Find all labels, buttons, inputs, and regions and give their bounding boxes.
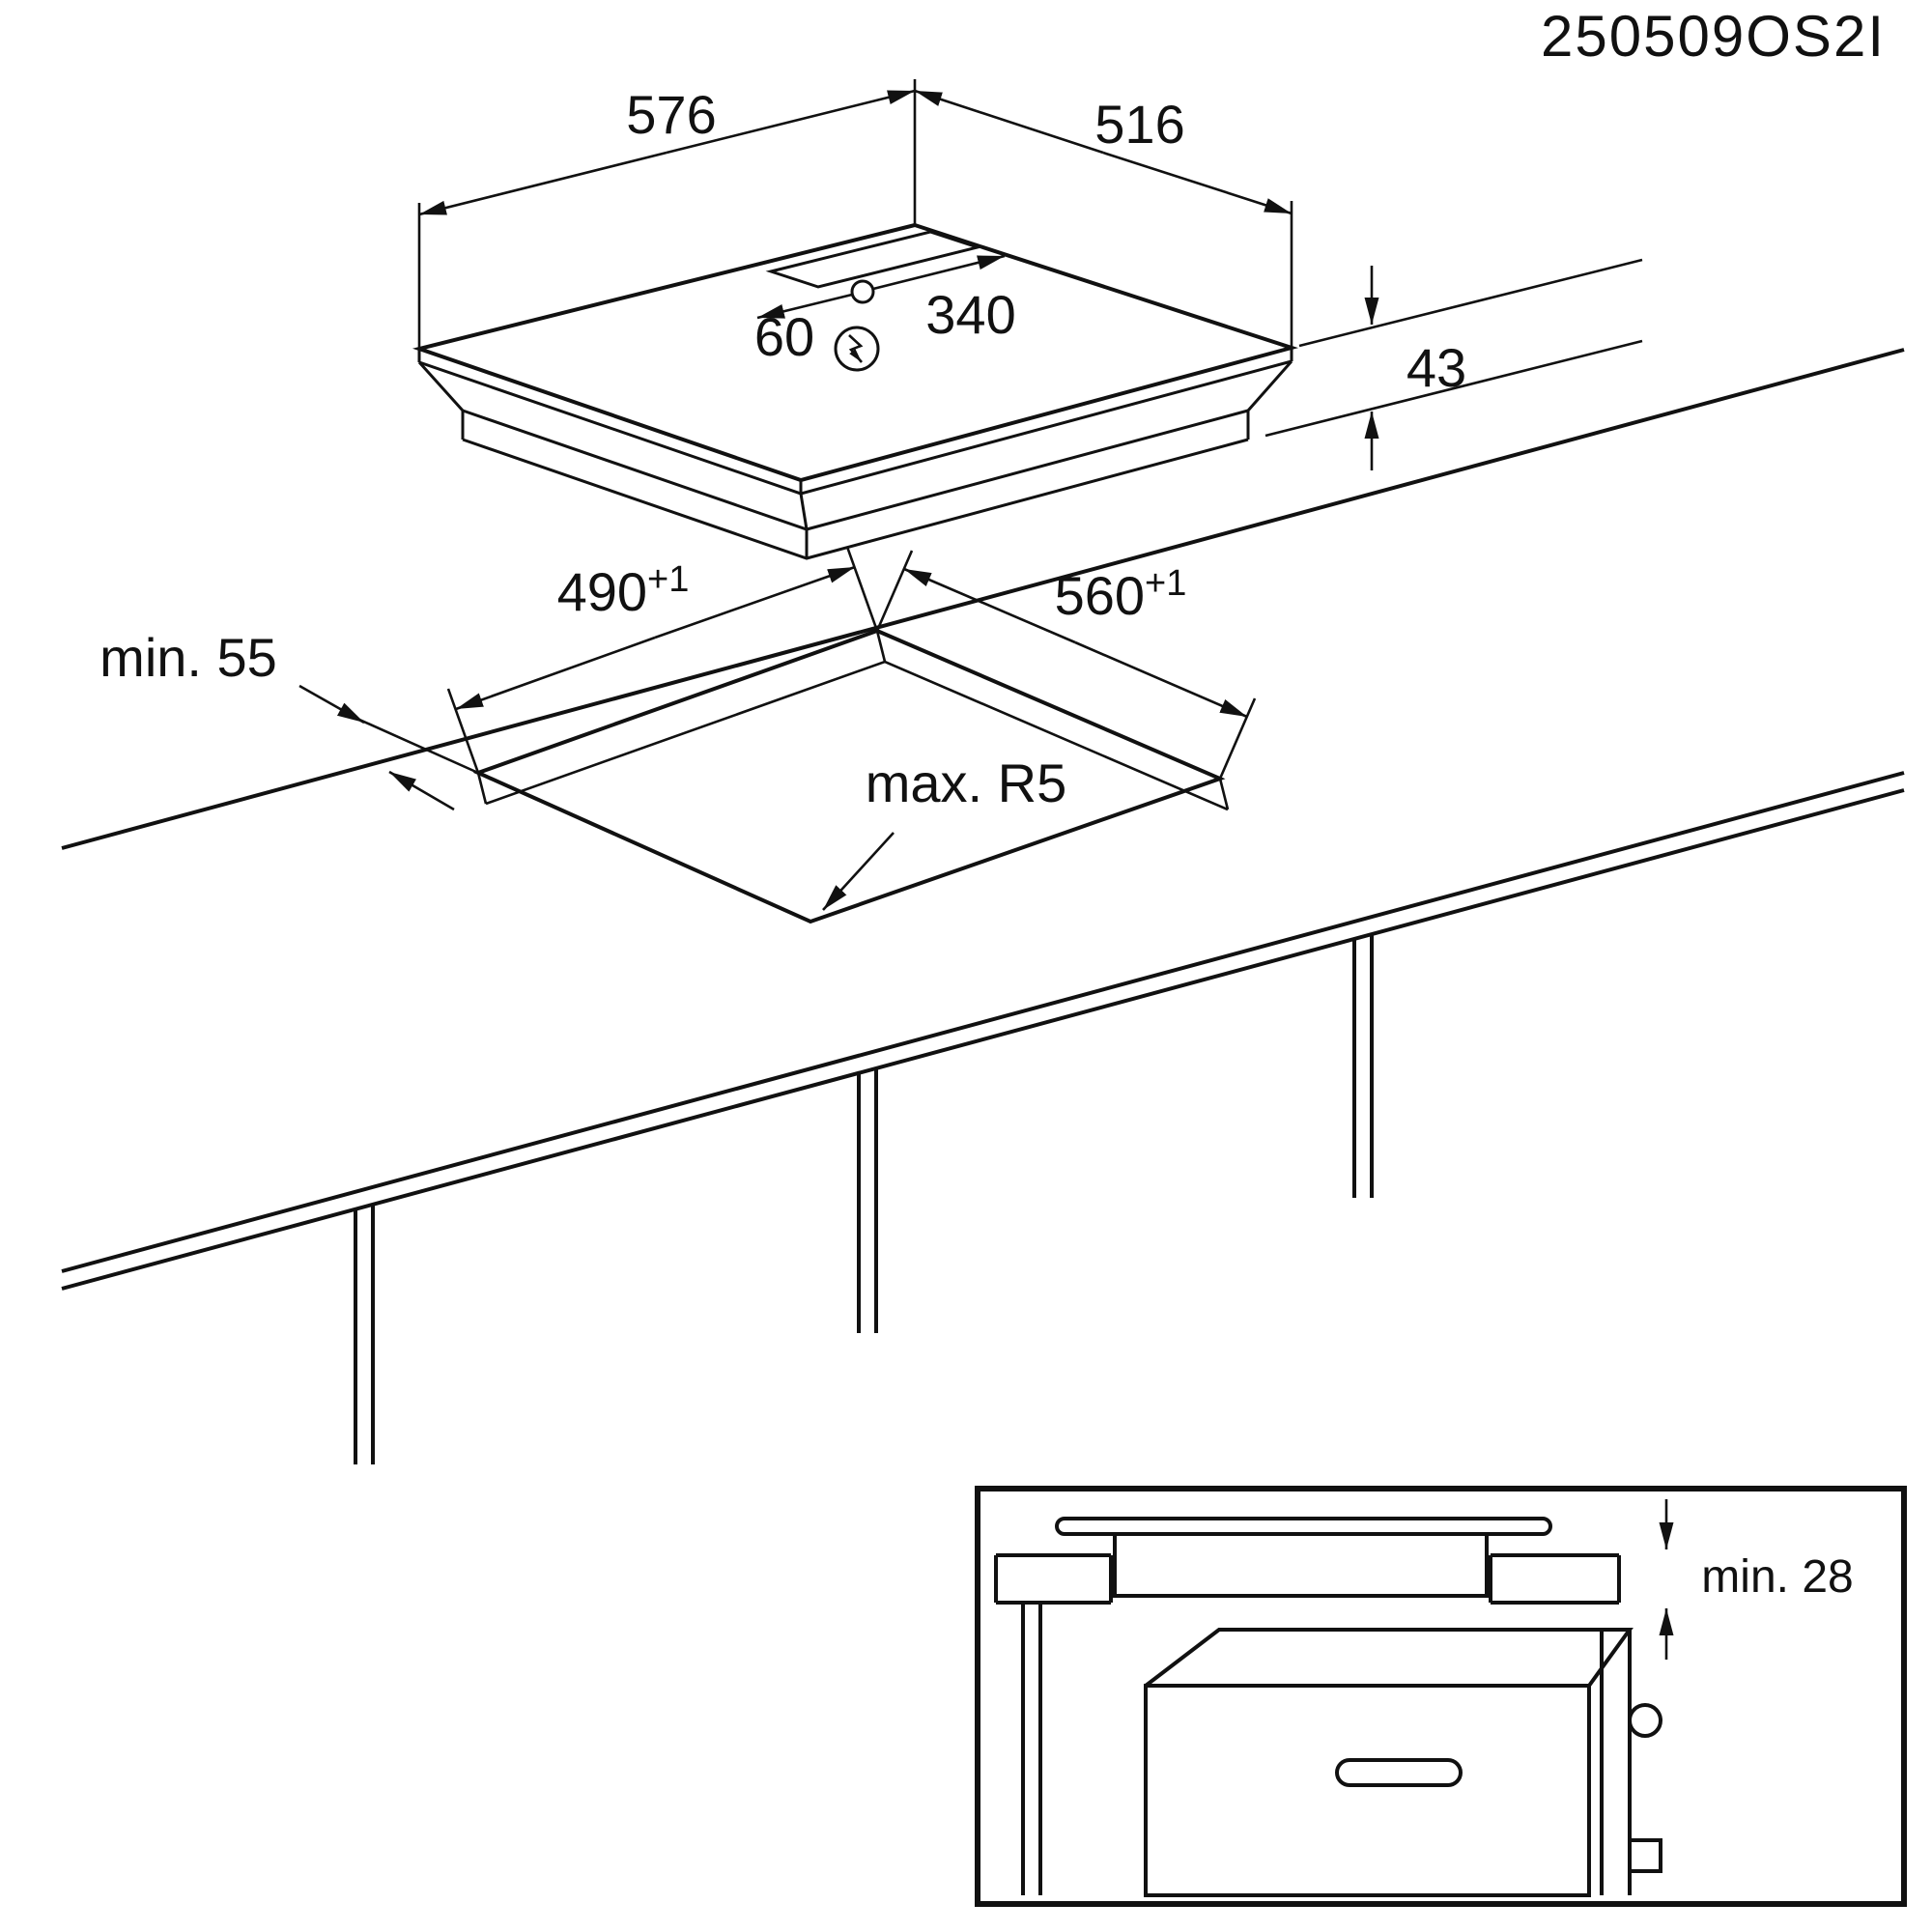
glass-edge [417, 348, 1293, 496]
cutout-depth-dimension: 490+1 [446, 546, 879, 774]
cable-offset-large-label: 340 [925, 284, 1015, 345]
hob-depth-dimension: 516 [914, 89, 1293, 348]
dimension-arrow [756, 293, 853, 320]
power-connection-icon [834, 326, 880, 372]
worktop-thickness-label: min. 28 [1701, 1551, 1853, 1603]
dimension-arrow [1074, 640, 1248, 719]
dimension-arrow [914, 89, 1104, 155]
rear-clearance-label: min. 55 [99, 627, 277, 688]
oven-side-fitting [1628, 1838, 1662, 1873]
corner-radius-label: max. R5 [866, 753, 1067, 813]
dimension-arrow [388, 770, 455, 811]
dimension-arrow [903, 567, 1076, 644]
dimension-arrow [654, 565, 856, 639]
cutout-depth-label: 490+1 [557, 559, 690, 622]
oven-handle [1335, 1758, 1463, 1787]
cutout-width-tolerance: +1 [1145, 563, 1186, 604]
hob-top-view: 576 516 60 340 43 [412, 79, 1643, 560]
side-worktop-right [1489, 1553, 1621, 1605]
cable-entry-hole [850, 279, 875, 304]
dimension-arrow [872, 254, 1006, 291]
worktop-rear-edge [61, 348, 1905, 850]
cable-offset-dimension: 60 340 [754, 254, 1016, 367]
hob-height-dimension: 43 [1264, 258, 1643, 470]
power-symbol-circle [834, 326, 880, 372]
worktop-thickness-dimension: min. 28 [1659, 1499, 1854, 1660]
side-hob-body [1113, 1532, 1489, 1598]
installation-side-view: min. 28 [975, 1486, 1907, 1907]
cutout-width-label: 560+1 [1055, 563, 1187, 626]
hob-height-label: 43 [1406, 337, 1466, 398]
corner-radius-arrow [822, 832, 895, 911]
junction-box-outline [765, 230, 983, 289]
cutout-depth-tolerance: +1 [647, 559, 689, 600]
cutout-depth-value: 490 [557, 561, 647, 622]
worktop-view: 490+1 560+1 min. 55 max. R5 [61, 348, 1905, 1464]
cutout-width-value: 560 [1055, 565, 1145, 626]
side-worktop-leg [1021, 1603, 1042, 1895]
oven-knob [1628, 1703, 1662, 1738]
side-worktop-left [994, 1553, 1113, 1605]
reference-lines [1264, 258, 1643, 438]
cutout-outline [472, 628, 1226, 924]
oven-side-rail [1600, 1630, 1632, 1895]
cable-offset-small-label: 60 [754, 306, 814, 367]
cutout-width-dimension: 560+1 [875, 550, 1257, 780]
dimension-arrow [666, 89, 916, 155]
hob-width-label: 576 [626, 84, 716, 145]
side-hob-glass [1055, 1517, 1552, 1536]
extension-lines [875, 550, 1257, 780]
worktop-front-edge [61, 771, 1905, 1291]
oven-front [1144, 1684, 1591, 1897]
dimension-arrow [418, 151, 668, 216]
oven-top [1144, 1628, 1634, 1688]
hob-width-dimension: 576 [417, 79, 917, 349]
worktop-leg-middle [857, 1068, 878, 1333]
drawing-code-label: 250509OS2I [1541, 4, 1886, 69]
hob-depth-label: 516 [1094, 94, 1184, 155]
dimension-arrow [1102, 151, 1293, 215]
side-view-border [975, 1486, 1907, 1907]
dimension-arrow [455, 636, 656, 711]
cutout-inner-walls [476, 630, 1230, 811]
corner-radius-annotation: max. R5 [822, 753, 1067, 911]
rear-clearance-dimension: min. 55 [99, 627, 479, 811]
oven-side-view [1144, 1628, 1662, 1897]
worktop-leg-right [1352, 934, 1374, 1198]
lightning-bolt-icon [848, 334, 864, 363]
dimension-arrow [298, 684, 365, 724]
hob-body [417, 360, 1293, 560]
extension-lines [446, 546, 879, 774]
worktop-leg-left [354, 1205, 375, 1464]
